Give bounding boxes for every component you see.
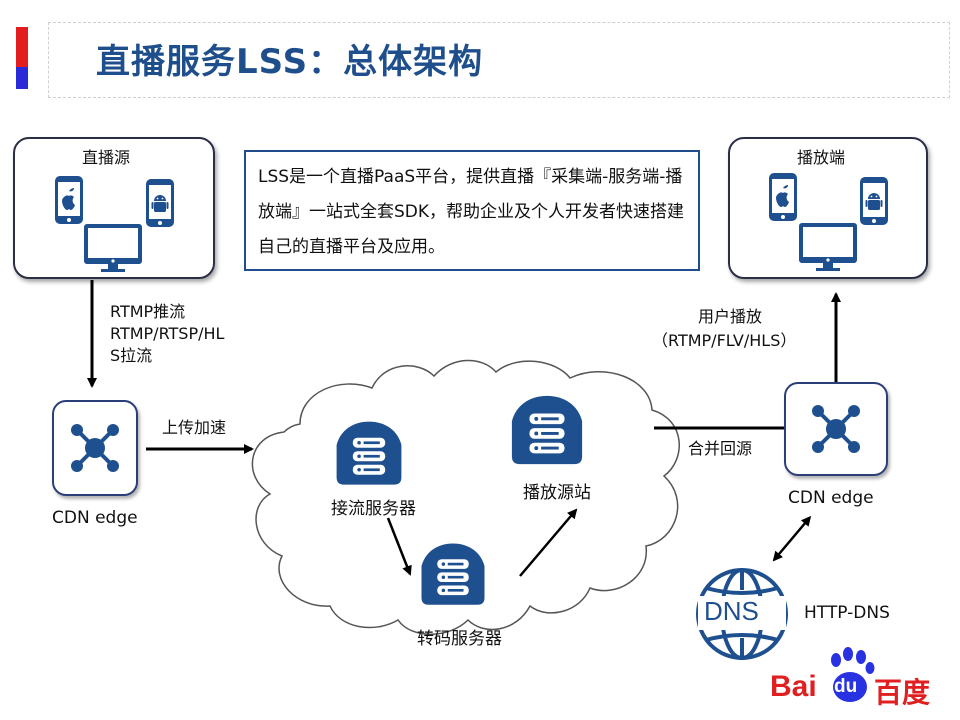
cdn-edge-left-box <box>52 400 138 496</box>
cdn-edge-right-box <box>784 382 888 476</box>
live-source-title: 直播源 <box>82 148 131 167</box>
push-pull-label-line1: RTMP推流 <box>110 302 186 321</box>
apple-phone-icon <box>769 173 797 221</box>
transcode-to-origin-arrow <box>519 508 578 577</box>
accent-bar-red <box>16 27 28 67</box>
accent-bar-blue <box>16 67 28 89</box>
ingest-server-label: 接流服务器 <box>331 499 416 519</box>
http-dns-label: HTTP-DNS <box>804 603 890 623</box>
baidu-logo-du: du <box>834 676 858 697</box>
user-play-protocols: （RTMP/FLV/HLS） <box>652 331 797 350</box>
ingest-server-icon <box>336 421 402 485</box>
upload-accel-label: 上传加速 <box>162 418 227 437</box>
push-pull-label-line3: S拉流 <box>110 346 153 365</box>
origin-server-icon <box>511 395 583 465</box>
dns-globe-icon <box>696 568 788 660</box>
apple-phone-icon <box>55 176 83 224</box>
cdn-edge-right-label: CDN edge <box>788 488 874 508</box>
baidu-logo-bai: Bai <box>770 670 817 703</box>
merge-origin-label: 合并回源 <box>688 439 753 458</box>
ingest-to-transcode-arrow <box>386 517 412 576</box>
transcode-server-label: 转码服务器 <box>417 629 502 649</box>
title-frame <box>48 22 950 98</box>
player-title: 播放端 <box>797 148 846 167</box>
transcode-server-icon <box>421 543 485 605</box>
cdn-edge-left-label: CDN edge <box>52 508 138 528</box>
dns-text: DNS <box>704 596 759 626</box>
origin-station-label: 播放源站 <box>523 483 591 503</box>
page-title: 直播服务LSS：总体架构 <box>96 42 484 82</box>
description-box <box>244 150 700 271</box>
user-play-label: 用户播放 <box>698 307 763 326</box>
dns-arrow <box>772 515 812 562</box>
cdn-hub-icon <box>69 422 121 474</box>
description-text: LSS是一个直播PaaS平台，提供直播『采集端-服务端-播放端』一站式全套SDK… <box>258 167 685 257</box>
push-pull-label-line2: RTMP/RTSP/HL <box>110 324 225 343</box>
monitor-icon <box>799 223 857 271</box>
cdn-hub-icon <box>810 403 862 455</box>
baidu-paw-icon <box>831 647 875 702</box>
android-phone-icon <box>860 177 888 225</box>
monitor-icon <box>84 224 142 272</box>
android-phone-icon <box>146 179 174 227</box>
baidu-logo-cn: 百度 <box>874 676 931 709</box>
